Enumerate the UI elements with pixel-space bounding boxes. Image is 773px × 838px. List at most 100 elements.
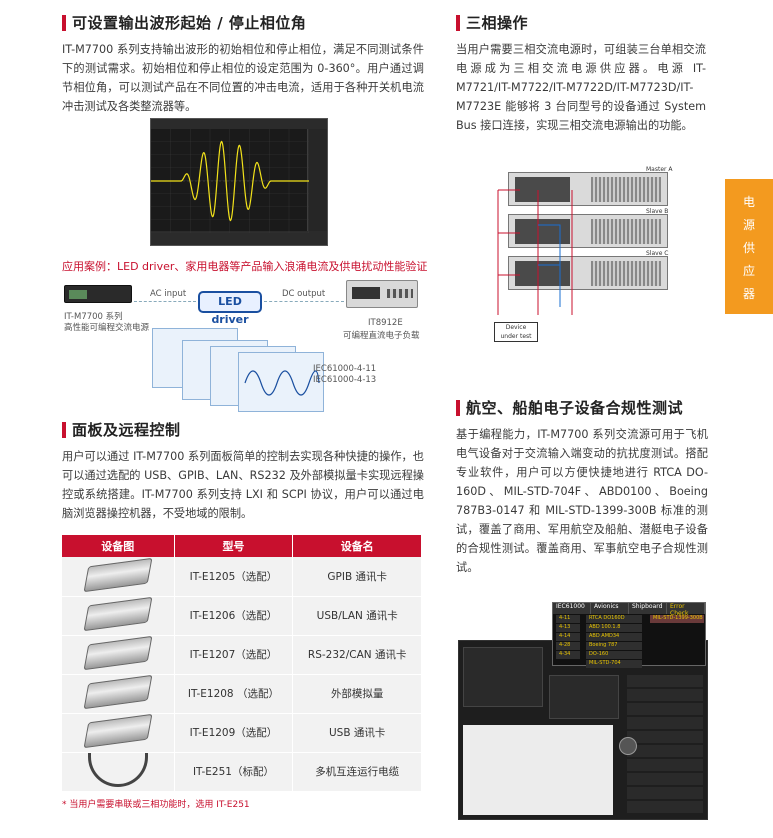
avionics-row[interactable]: MIL-STD-704 bbox=[586, 660, 642, 668]
phase-angle-paragraph: IT-M7700 系列支持输出波形的初始相位和停止相位，满足不同测试条件下的测试… bbox=[62, 43, 424, 113]
side-tab-char: 供 bbox=[742, 241, 755, 255]
device-name-cell: 多机互连运行电缆 bbox=[292, 752, 422, 792]
device-image-cell bbox=[62, 635, 175, 675]
rack-master bbox=[508, 172, 668, 206]
rack-label-slave-b: Slave B bbox=[646, 208, 669, 215]
iec-row[interactable]: 4-11 bbox=[556, 615, 580, 623]
device-name-cell: 外部模拟量 bbox=[292, 674, 422, 714]
panel-remote-paragraph: 用户可以通过 IT-M7700 系列面板简单的控制去实现各种快捷的操作，也可以通… bbox=[62, 450, 424, 520]
avionics-row[interactable]: Boeing 787 bbox=[586, 642, 642, 650]
ac-input-line bbox=[134, 301, 196, 302]
interface-card-icon bbox=[83, 635, 153, 671]
table-row: IT-E1205（选配） GPIB 通讯卡 bbox=[62, 557, 422, 597]
device-under-test-box: Device under test bbox=[494, 322, 538, 342]
waveform-card-4 bbox=[238, 352, 324, 412]
device-image-cell bbox=[62, 674, 175, 714]
model-cell: IT-E1206（选配） bbox=[174, 596, 294, 636]
device-image-cell bbox=[62, 713, 175, 753]
section-title-avionics: 航空、船舶电子设备合规性测试 bbox=[456, 397, 683, 418]
scope-side-menu bbox=[307, 129, 327, 233]
popup-tab-shipboard[interactable]: Shipboard bbox=[629, 603, 667, 614]
dc-output-label: DC output bbox=[282, 289, 326, 299]
source-label-1: IT-M7700 系列 bbox=[64, 312, 123, 322]
side-tab-char: 器 bbox=[742, 287, 755, 301]
interface-card-icon bbox=[83, 596, 153, 632]
avionics-row[interactable]: ABD 100.1.8 bbox=[586, 624, 642, 632]
device-name-cell: GPIB 通讯卡 bbox=[292, 557, 422, 597]
section-title-panel-remote: 面板及远程控制 bbox=[62, 419, 181, 440]
header-device-name: 设备名 bbox=[292, 535, 422, 557]
model-cell: IT-E251（标配） bbox=[174, 752, 294, 792]
three-phase-paragraph: 当用户需要三相交流电源时，可组装三台单相交流电源成为三相交流电源供应器。电源 I… bbox=[456, 43, 706, 132]
device-image-cell bbox=[62, 557, 175, 597]
yellow-sine-trace bbox=[151, 140, 309, 222]
dc-output-line bbox=[264, 301, 344, 302]
rack-slave-b bbox=[508, 214, 668, 248]
avionics-paragraph: 基于编程能力，IT-M7700 系列交流源可用于飞机电气设备对于交流输入端变动的… bbox=[456, 428, 708, 574]
iec-row[interactable]: 4-14 bbox=[556, 633, 580, 641]
avionics-row[interactable]: DO-160 bbox=[586, 651, 642, 659]
model-cell: IT-E1207（选配） bbox=[174, 635, 294, 675]
side-category-tab[interactable]: 电 源 供 应 器 bbox=[725, 179, 773, 314]
side-tab-char: 源 bbox=[742, 218, 755, 232]
popup-error-check[interactable]: Error Check bbox=[667, 603, 705, 617]
interface-card-icon bbox=[83, 713, 153, 749]
rack-slave-c bbox=[508, 256, 668, 290]
popup-tab-iec[interactable]: IEC61000 bbox=[553, 603, 591, 614]
scope-waveform bbox=[151, 129, 309, 233]
table-row: IT-E1208 （选配） 外部模拟量 bbox=[62, 674, 422, 714]
header-model: 型号 bbox=[174, 535, 294, 557]
dut-label-2: under test bbox=[500, 333, 532, 340]
device-name-cell: RS-232/CAN 通讯卡 bbox=[292, 635, 422, 675]
device-name-cell: USB/LAN 通讯卡 bbox=[292, 596, 422, 636]
title-accent-bar bbox=[62, 14, 66, 31]
title-accent-bar bbox=[456, 399, 460, 416]
header-device-image: 设备图 bbox=[62, 535, 175, 557]
interface-card-icon bbox=[83, 557, 153, 592]
section-title-three-phase: 三相操作 bbox=[456, 12, 528, 33]
table-row: IT-E1207（选配） RS-232/CAN 通讯卡 bbox=[62, 635, 422, 675]
model-cell: IT-E1209（选配） bbox=[174, 713, 294, 753]
table-row: IT-E1206（选配） USB/LAN 通讯卡 bbox=[62, 596, 422, 636]
three-phase-wiring bbox=[497, 189, 573, 315]
standards-popup: IEC61000 Avionics Shipboard Error Check … bbox=[552, 602, 706, 668]
section-title-text: 三相操作 bbox=[466, 14, 529, 32]
rack-label-slave-c: Slave C bbox=[646, 250, 669, 257]
section-title-phase-angle: 可设置输出波形起始 / 停止相位角 bbox=[62, 12, 306, 33]
side-tab-char: 应 bbox=[742, 264, 755, 278]
side-tab-char: 电 bbox=[742, 195, 755, 209]
load-label-1: IT8912E bbox=[368, 318, 403, 328]
load-label-2: 可编程直流电子负载 bbox=[343, 331, 420, 341]
device-image-cell bbox=[62, 596, 175, 636]
iec-row[interactable]: 4-28 bbox=[556, 642, 580, 650]
ac-input-label: AC input bbox=[150, 289, 187, 299]
scope-status-bar bbox=[151, 119, 327, 129]
standard-label-2: IEC61000-4-13 bbox=[313, 375, 377, 385]
model-cell: IT-E1205（选配） bbox=[174, 557, 294, 597]
footnote: * 当用户需要串联或三相功能时，选用 IT-E251 bbox=[62, 800, 250, 810]
ac-source-instrument bbox=[64, 285, 132, 303]
dut-label-1: Device bbox=[505, 324, 527, 331]
avionics-row[interactable]: ABD AMD34 bbox=[586, 633, 642, 641]
avionics-software-screenshot bbox=[458, 640, 708, 820]
title-accent-bar bbox=[62, 421, 66, 438]
application-case-text: 应用案例：LED driver、家用电器等产品输入浪涌电流及供电扰动性能验证 bbox=[62, 260, 428, 273]
popup-tab-avionics[interactable]: Avionics bbox=[591, 603, 629, 614]
table-header-row: 设备图 型号 设备名 bbox=[62, 535, 422, 557]
device-image-cell bbox=[62, 752, 175, 792]
title-accent-bar bbox=[456, 14, 460, 31]
oscilloscope-screenshot bbox=[150, 118, 328, 246]
section-title-text: 可设置输出波形起始 / 停止相位角 bbox=[72, 14, 307, 32]
shipboard-row[interactable]: MIL-STD-1399-300B bbox=[650, 615, 704, 623]
device-name-cell: USB 通讯卡 bbox=[292, 713, 422, 753]
iec-row[interactable]: 4-13 bbox=[556, 624, 580, 632]
table-row: IT-E1209（选配） USB 通讯卡 bbox=[62, 713, 422, 753]
model-cell: IT-E1208 （选配） bbox=[174, 674, 294, 714]
section-title-text: 面板及远程控制 bbox=[72, 421, 181, 439]
accessory-table: 设备图 型号 设备名 IT-E1205（选配） GPIB 通讯卡 IT-E120… bbox=[62, 535, 422, 792]
section-title-text: 航空、船舶电子设备合规性测试 bbox=[466, 399, 684, 417]
iec-row[interactable]: 4-34 bbox=[556, 651, 580, 659]
dc-load-instrument bbox=[346, 280, 418, 308]
rack-label-master: Master A bbox=[646, 166, 673, 173]
avionics-row[interactable]: RTCA DO160D bbox=[586, 615, 642, 623]
